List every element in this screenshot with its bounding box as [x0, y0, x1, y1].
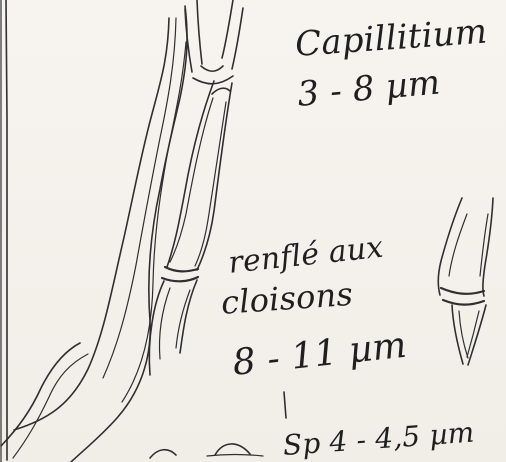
lower-segment-inner-right	[176, 290, 190, 348]
lower-segment-right	[180, 280, 197, 353]
spore-mark-1	[150, 450, 176, 458]
right-lower-right	[468, 305, 486, 365]
spore-mark-2-line	[207, 455, 263, 457]
y-right-arm	[232, 8, 243, 69]
lower-segment-left	[149, 281, 164, 375]
main-capillitium-tube	[1, 6, 187, 462]
right-lower-inner-left	[459, 311, 468, 358]
lower-left-branch	[1, 343, 80, 446]
upper-y-junction	[185, 0, 243, 84]
right-septum-lower	[443, 300, 484, 305]
segment-inner-left	[170, 98, 213, 262]
y-left-arm-inner	[197, 0, 202, 64]
lower-segment-inner-left	[159, 288, 170, 359]
spore-marks	[150, 392, 286, 458]
main-inner-left	[103, 18, 176, 378]
lower-left-branch-inner	[13, 354, 88, 458]
main-outer-right	[71, 6, 187, 462]
y-right-arm-inner	[222, 0, 233, 58]
right-side-sketch	[438, 198, 493, 365]
spore-mark-2	[215, 444, 250, 455]
swollen-segment	[149, 81, 232, 375]
y-inner-curve	[201, 66, 223, 71]
main-outer-left	[14, 18, 169, 430]
right-sketch-top-right	[483, 198, 493, 296]
right-sketch-top-left	[438, 198, 462, 295]
septum-lower	[162, 277, 198, 281]
segment-outer-left	[167, 81, 214, 267]
right-septum-upper	[441, 288, 484, 294]
pointer-line	[284, 392, 286, 418]
segment-top-cap	[212, 88, 230, 94]
left-margin-line	[6, 0, 7, 460]
septum-upper	[165, 267, 198, 271]
cloisons-label: cloisons	[220, 278, 354, 319]
